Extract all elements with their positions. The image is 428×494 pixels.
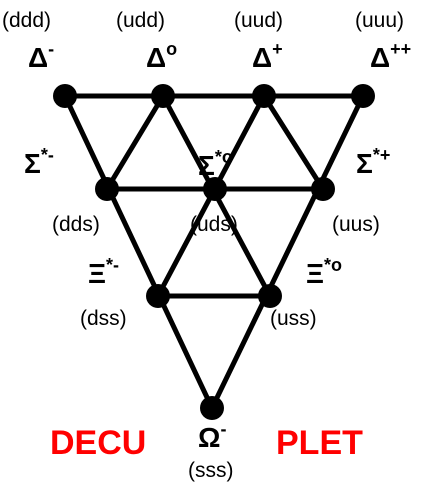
edge-delta-plus-to-sigma-star-plus — [261, 93, 326, 192]
quark-label-uud: (uud) — [234, 9, 284, 32]
quark-label-uuu: (uuu) — [355, 9, 405, 32]
node-delta-zero — [151, 84, 175, 108]
symbol-delta-zero: Δo — [146, 39, 178, 73]
quark-label-uds: (uds) — [190, 213, 238, 236]
edge-delta-minus-to-omega-minus — [62, 93, 215, 411]
symbol-delta-plusplus: Δ++ — [370, 39, 412, 73]
quark-label-uss: (uss) — [270, 307, 317, 330]
symbol-sigma-star-plus: Σ*+ — [356, 145, 391, 179]
node-delta-plusplus — [351, 84, 375, 108]
node-omega-minus — [200, 396, 224, 420]
symbol-sigma-star-zero: Σ*o — [198, 147, 233, 181]
symbol-xi-star-minus: Ξ*- — [88, 255, 120, 289]
symbol-delta-plus: Δ+ — [252, 39, 283, 73]
lattice-edges — [62, 93, 366, 411]
lattice-nodes — [53, 84, 375, 420]
node-delta-minus — [53, 84, 77, 108]
quark-label-uus: (uus) — [332, 213, 380, 236]
title-part-plet: PLET — [276, 424, 363, 462]
quark-label-sss: (sss) — [188, 459, 234, 482]
quark-label-udd: (udd) — [116, 9, 166, 32]
title-part-decu: DECU — [50, 424, 147, 462]
symbol-xi-star-zero: Ξ*o — [306, 255, 343, 289]
node-sigma-star-zero — [203, 177, 227, 201]
quark-label-dds: (dds) — [52, 213, 100, 236]
edge-delta-plusplus-to-omega-minus — [209, 93, 366, 411]
node-sigma-star-plus — [311, 177, 335, 201]
node-delta-plus — [252, 84, 276, 108]
quark-label-dss: (dss) — [80, 307, 127, 330]
node-xi-star-minus — [146, 284, 170, 308]
symbol-delta-minus: Δ- — [28, 39, 55, 73]
node-sigma-star-minus — [95, 177, 119, 201]
node-xi-star-zero — [258, 284, 282, 308]
symbol-sigma-star-minus: Σ*- — [24, 145, 54, 179]
edge-delta-zero-to-sigma-star-minus — [104, 93, 166, 192]
quark-label-ddd: (ddd) — [2, 9, 52, 32]
symbol-omega-minus: Ω- — [198, 419, 227, 453]
